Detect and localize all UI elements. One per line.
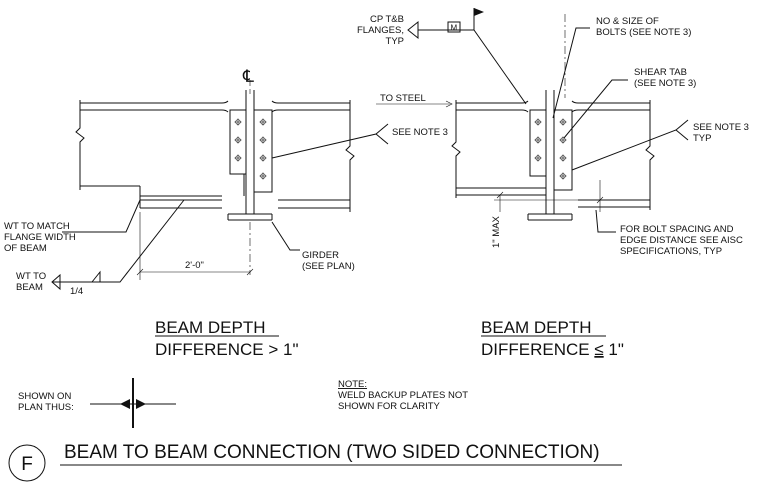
right-heading-symbol: ≤ xyxy=(594,340,603,359)
wt-to-beam-line-1: WT TO xyxy=(16,271,46,282)
shown-on-line-1: SHOWN ON xyxy=(18,391,71,402)
cp-tb-line-1: CP T&B xyxy=(370,14,404,25)
note-heading: NOTE: xyxy=(338,379,367,390)
see-note-3-typ-line-1: SEE NOTE 3 xyxy=(693,122,749,133)
weld-flag-label: M xyxy=(451,24,458,33)
cp-tb-line-2: FLANGES, xyxy=(357,25,404,36)
shown-on-line-2: PLAN THUS: xyxy=(18,402,74,413)
to-steel-label: TO STEEL xyxy=(380,93,426,104)
left-connection-detail xyxy=(51,80,389,291)
right-heading-line-2: DIFFERENCE ≤ 1" xyxy=(481,340,624,359)
right-connection-detail xyxy=(376,8,689,233)
left-heading-line-2: DIFFERENCE > 1" xyxy=(155,340,298,359)
weld-size-label: 1/4 xyxy=(70,286,83,297)
right-heading-line-1: BEAM DEPTH xyxy=(481,318,592,337)
cp-tb-line-3: TYP xyxy=(386,36,404,47)
right-labels: CP T&B FLANGES, TYP M TO STEEL NO & SIZE… xyxy=(357,14,749,359)
detail-tag-circle xyxy=(8,444,46,482)
right-heading-suffix: 1" xyxy=(604,340,624,359)
see-note-3-label: SEE NOTE 3 xyxy=(392,127,448,138)
bolt-spacing-line-1: FOR BOLT SPACING AND xyxy=(620,224,734,235)
max-gap-label: 1" MAX xyxy=(491,215,502,248)
right-heading-prefix: DIFFERENCE xyxy=(481,340,594,359)
no-size-bolts-line-1: NO & SIZE OF xyxy=(596,16,659,27)
plan-symbol xyxy=(90,378,176,428)
dimension-label: 2'-0" xyxy=(185,260,204,271)
footer: F BEAM TO BEAM CONNECTION (TWO SIDED CON… xyxy=(21,442,599,475)
girder-label-line-2: (SEE PLAN) xyxy=(302,261,355,272)
wt-to-beam-line-2: BEAM xyxy=(16,282,43,293)
detail-letter: F xyxy=(21,454,33,475)
left-labels: ℄ SEE NOTE 3 WT TO MATCH FLANGE WIDTH OF… xyxy=(4,67,448,359)
bolt-spacing-line-2: EDGE DISTANCE SEE AISC xyxy=(620,235,743,246)
wt-to-match-line-2: FLANGE WIDTH xyxy=(4,232,76,243)
bolt-spacing-line-3: SPECIFICATIONS, TYP xyxy=(620,246,722,257)
left-heading-line-1: BEAM DEPTH xyxy=(155,318,266,337)
girder-label-line-1: GIRDER xyxy=(302,250,339,261)
note-line-1: WELD BACKUP PLATES NOT xyxy=(338,390,468,401)
see-note-3-typ-line-2: TYP xyxy=(693,133,711,144)
centerline-symbol: ℄ xyxy=(242,67,254,86)
shear-tab-line-2: (SEE NOTE 3) xyxy=(634,78,696,89)
note-line-2: SHOWN FOR CLARITY xyxy=(338,401,441,412)
legend-labels: SHOWN ON PLAN THUS: NOTE: WELD BACKUP PL… xyxy=(18,379,468,413)
no-size-bolts-line-2: BOLTS (SEE NOTE 3) xyxy=(596,27,691,38)
shear-tab-line-1: SHEAR TAB xyxy=(634,67,687,78)
wt-to-match-line-3: OF BEAM xyxy=(4,243,47,254)
detail-title: BEAM TO BEAM CONNECTION (TWO SIDED CONNE… xyxy=(64,442,600,463)
wt-to-match-line-1: WT TO MATCH xyxy=(4,221,70,232)
